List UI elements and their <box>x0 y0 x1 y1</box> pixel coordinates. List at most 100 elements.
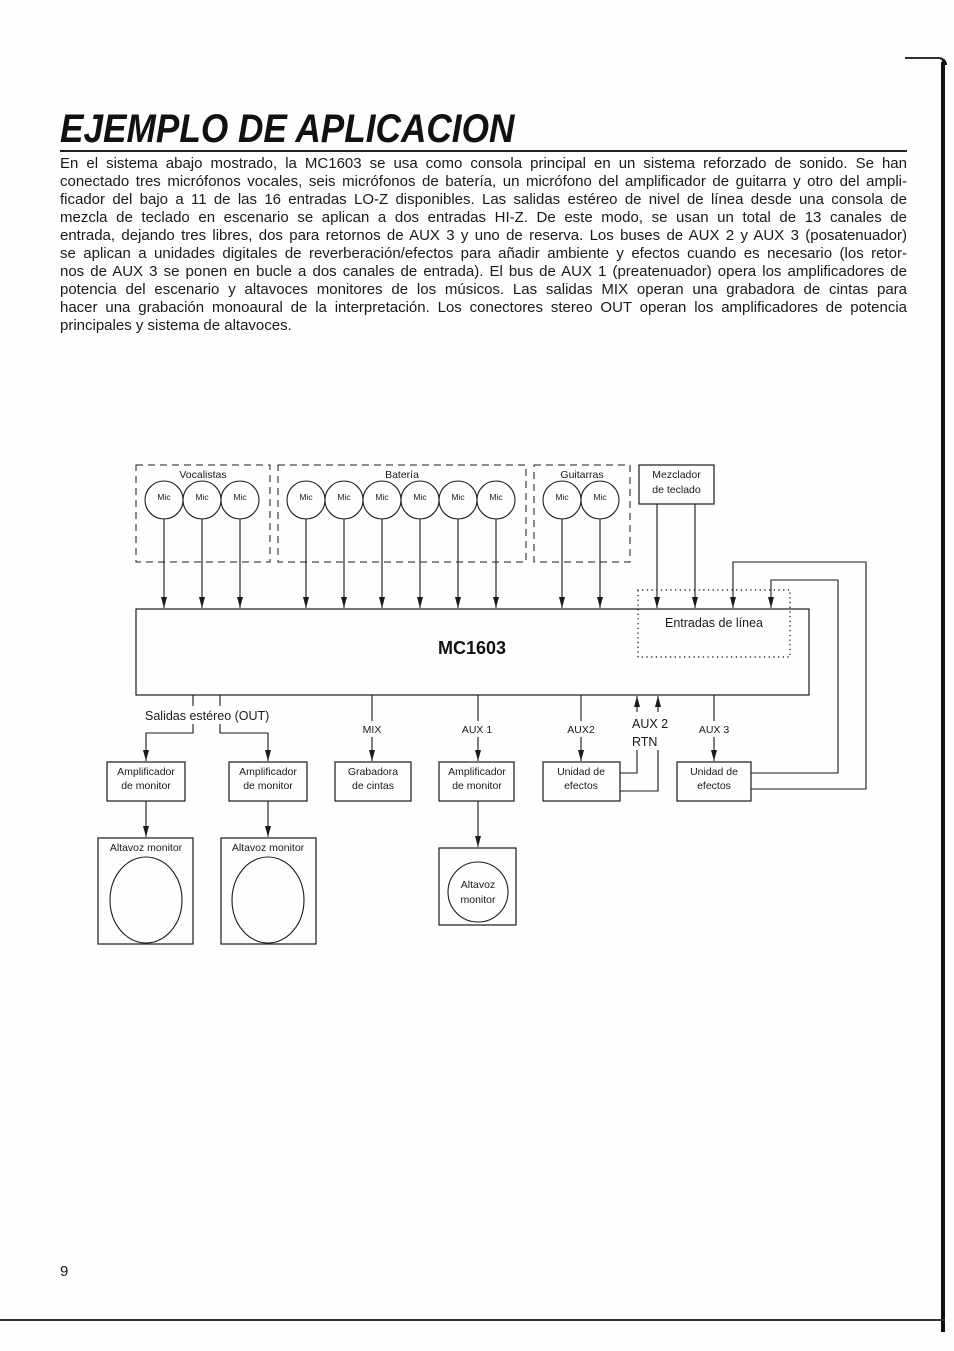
tape-recorder: Grabadora de cintas <box>334 761 412 802</box>
page-number: 9 <box>60 1263 69 1280</box>
speaker-cone <box>447 861 509 923</box>
monitor-amp-box <box>438 761 515 802</box>
effects-unit-label-line1: Unidad de <box>557 766 605 778</box>
aux3-label: AUX 3 <box>699 724 730 736</box>
effects-unit-label-line1: Unidad de <box>690 766 738 778</box>
tape-recorder-label-line2: de cintas <box>352 780 394 792</box>
mic-group-label: Batería <box>385 469 419 481</box>
effects-unit-label-line2: efectos <box>564 780 598 792</box>
mic-label: Mic <box>233 492 247 502</box>
effects-unit-label-line2: efectos <box>697 780 731 792</box>
aux2-return-label-line1: AUX 2 <box>632 717 668 731</box>
microphone: Mic <box>144 480 184 608</box>
microphone: Mic <box>286 480 326 608</box>
title-underline <box>60 150 907 152</box>
effects-unit-aux3: Unidad de efectos <box>676 761 752 802</box>
effects-unit-box <box>542 761 621 802</box>
mic-group-bateria: Batería Mic Mic Mic Mic <box>277 464 527 608</box>
speaker-cone <box>109 856 183 944</box>
microphone: Mic <box>476 480 516 608</box>
aux3-return-inner-arrow <box>751 579 839 774</box>
speaker-label: Altavoz monitor <box>110 842 183 854</box>
paragraph-line: ficador del bajo a 11 de las 16 entradas… <box>60 191 907 208</box>
mic-group-label: Vocalistas <box>179 469 226 481</box>
microphone: Mic <box>580 480 620 608</box>
monitor-amp-label-line1: Amplificador <box>448 766 506 778</box>
mic-group-frame <box>277 464 527 563</box>
aux2-output: AUX2 <box>567 695 595 761</box>
paragraph-line: conectado tres micrófonos vocales, seis … <box>60 173 907 190</box>
effects-unit-box <box>676 761 752 802</box>
aux1-output: AUX 1 <box>462 695 493 761</box>
mic-label: Mic <box>195 492 209 502</box>
tape-recorder-label-line1: Grabadora <box>348 766 398 778</box>
scan-edge-right <box>941 62 945 1332</box>
line-inputs-label: Entradas de línea <box>665 616 763 630</box>
speaker-box <box>97 837 194 945</box>
monitor-amp-label-line2: de monitor <box>121 780 171 792</box>
speaker-box <box>220 837 317 945</box>
stereo-out-right-arrow <box>219 724 271 761</box>
aux3-output: AUX 3 <box>699 695 730 761</box>
mic-group-vocalistas: Vocalistas Mic Mic Mic <box>135 464 271 608</box>
paragraph-line: En el sistema abajo mostrado, la MC1603 … <box>60 155 907 172</box>
mic-label: Mic <box>413 492 427 502</box>
microphone: Mic <box>220 480 260 608</box>
stereo-out: Salidas estéreo (OUT) <box>143 695 271 761</box>
monitor-speaker-aux1: Altavoz monitor <box>438 847 517 926</box>
aux3-return-outer-arrow <box>730 561 867 790</box>
mic-label: Mic <box>299 492 313 502</box>
speaker-label-line2: monitor <box>460 894 496 906</box>
paragraph-line: hacer una grabación monoaural de la inte… <box>60 299 907 316</box>
mic-group-frame <box>135 464 271 563</box>
paragraph-line: entrada, dejando tres libres, dos para r… <box>60 227 907 244</box>
microphone: Mic <box>362 480 402 608</box>
mic-group-guitarras: Guitarras Mic Mic <box>533 464 631 608</box>
mc1603-console: MC1603 Entradas de línea <box>135 589 810 696</box>
speaker-cone <box>231 856 305 944</box>
aux2-label: AUX2 <box>567 724 595 736</box>
scan-edge-bottom <box>0 1319 945 1321</box>
speaker-label-line1: Altavoz <box>461 879 495 891</box>
application-diagram: Vocalistas Mic Mic Mic Batería <box>97 464 867 945</box>
aux2-return-left-line <box>620 750 638 774</box>
paragraph-line: mezcla de teclado en escenario se aplica… <box>60 209 907 226</box>
paragraph-line: principales y sistema de altavoces. <box>60 317 292 334</box>
mic-group-frame <box>533 464 631 563</box>
speaker-label: Altavoz monitor <box>232 842 305 854</box>
paragraph-line: potencia del escenario y altavoces monit… <box>60 281 907 298</box>
speaker-box <box>438 847 517 926</box>
console-box <box>135 608 810 696</box>
paragraph-line: nos de AUX 3 se ponen en bucle a dos can… <box>60 263 907 280</box>
monitor-amp-label-line1: Amplificador <box>117 766 175 778</box>
monitor-amp-label-line2: de monitor <box>452 780 502 792</box>
aux2-return-right-line <box>620 750 659 792</box>
console-name: MC1603 <box>438 638 506 658</box>
aux2-return: AUX 2 RTN <box>620 696 668 792</box>
microphone: Mic <box>438 480 478 608</box>
aux1-label: AUX 1 <box>462 724 493 736</box>
microphone: Mic <box>324 480 364 608</box>
body-paragraph: En el sistema abajo mostrado, la MC1603 … <box>60 155 907 335</box>
keyboard-mixer: Mezclador de teclado <box>638 464 715 608</box>
mic-label: Mic <box>157 492 171 502</box>
mic-label: Mic <box>555 492 569 502</box>
scan-edge-top <box>905 57 947 65</box>
keyboard-mixer-box <box>638 464 715 505</box>
aux2-return-label-line2: RTN <box>632 735 657 749</box>
mic-label: Mic <box>489 492 503 502</box>
monitor-amp-aux1: Amplificador de monitor <box>438 761 515 802</box>
mix-output: MIX <box>363 695 382 761</box>
paragraph-line: se aplican a unidades digitales de rever… <box>60 245 907 262</box>
mic-label: Mic <box>337 492 351 502</box>
page-title: EJEMPLO DE APLICACION <box>60 107 515 151</box>
mix-label: MIX <box>363 724 382 736</box>
line-inputs-frame <box>637 589 791 658</box>
mic-group-label: Guitarras <box>560 469 603 481</box>
monitor-amp-right: Amplificador de monitor <box>228 761 308 802</box>
monitor-speaker-right: Altavoz monitor <box>220 837 317 945</box>
keyboard-mixer-label-line2: de teclado <box>652 484 701 496</box>
tape-recorder-box <box>334 761 412 802</box>
microphone: Mic <box>400 480 440 608</box>
